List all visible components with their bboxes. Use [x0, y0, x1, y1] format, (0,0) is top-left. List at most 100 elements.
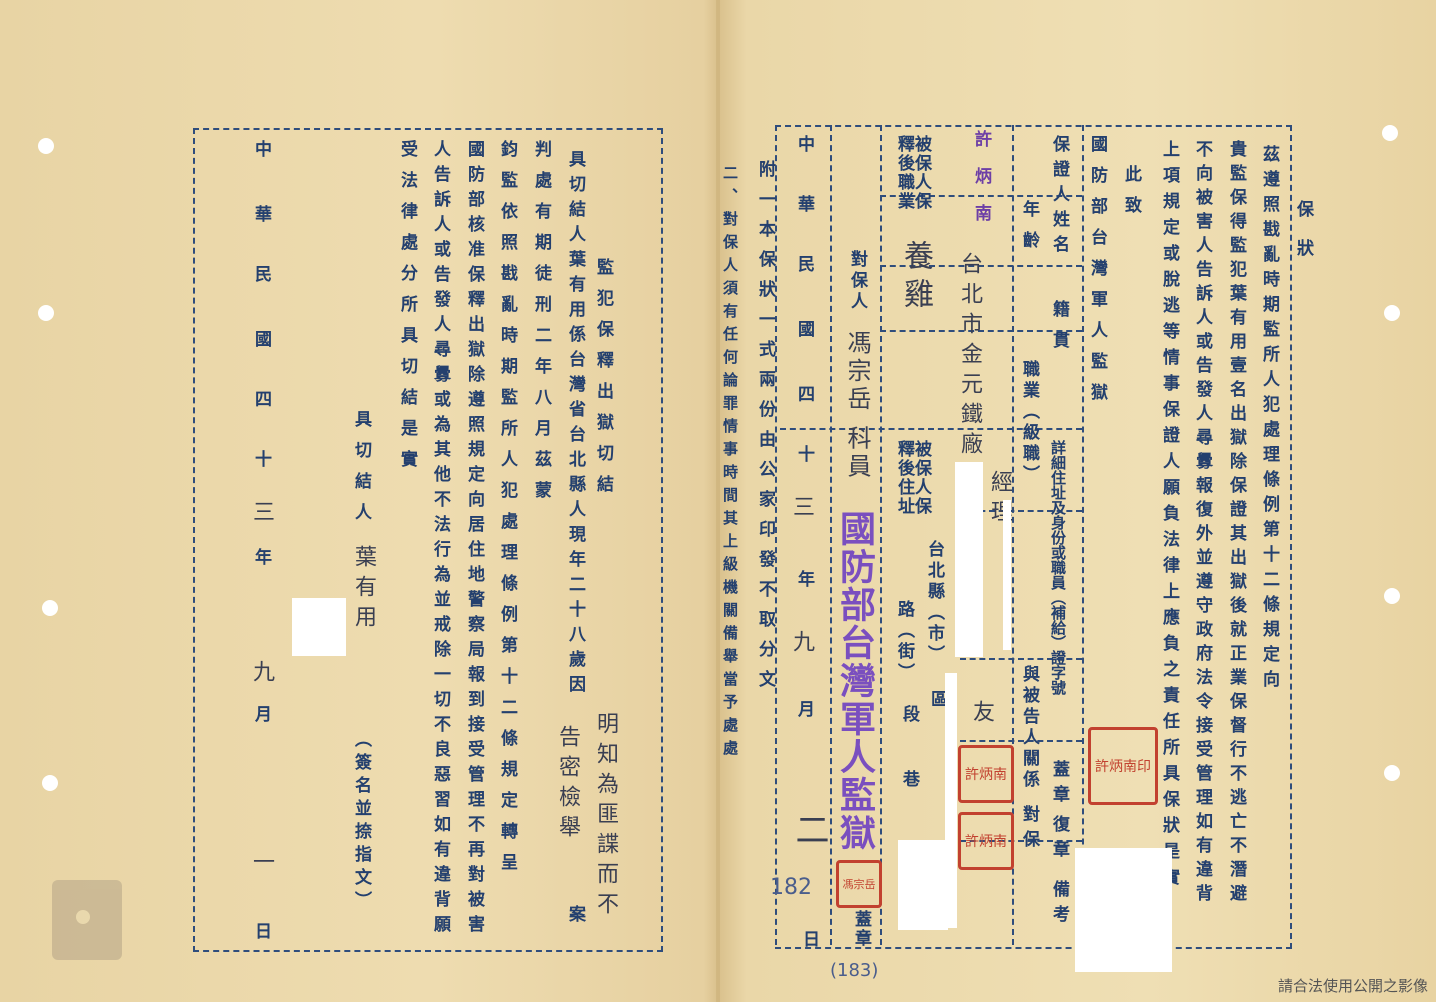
date-char: 月 — [794, 700, 814, 731]
date-char: 日 — [799, 930, 819, 961]
addr-road: 路（街） — [894, 600, 914, 684]
divider — [880, 125, 882, 945]
addr-city: 台北縣（市） — [924, 540, 944, 666]
right-border — [775, 125, 1292, 949]
date-char: 三 — [249, 500, 274, 530]
left-border — [193, 128, 663, 952]
guarantee-line: 茲遵照戡亂時期監所人犯處理條例第十二條規定向 — [1259, 145, 1279, 695]
job-label: 職業（級職） — [1019, 360, 1039, 486]
redaction — [292, 598, 346, 656]
divider — [830, 125, 832, 945]
guarantee-line: 不向被害人告訴人或告發人尋釁報復外並遵守政府法令接受管理如有違背 — [1192, 140, 1212, 908]
date-char: 年 — [794, 570, 814, 601]
guarantee-title: 保狀 — [1293, 200, 1313, 278]
date-char: 一 — [249, 850, 274, 880]
divider — [960, 840, 1082, 842]
after-release-job-label: 被保人保釋後職業 — [894, 135, 931, 211]
reseal-label: 復章 — [1049, 815, 1069, 865]
affidavit-line: 判處有期徒刑二年八月茲蒙 — [531, 140, 551, 512]
case-suffix: 案 — [565, 905, 585, 936]
date-char: 九 — [789, 630, 814, 660]
relation-handwritten: 友 — [969, 700, 994, 730]
seal-label: 蓋章 — [1049, 760, 1069, 810]
affidavit-line: 鈞監依照戡亂時期監所人犯處理條例第十二條規定轉呈 — [497, 140, 517, 884]
divider — [775, 125, 777, 945]
date-char: 中 — [251, 140, 271, 171]
redaction — [955, 462, 983, 657]
date-char: 十 — [794, 445, 814, 476]
divider — [960, 658, 1082, 660]
date-char: 月 — [251, 705, 271, 736]
guarantor-name-label: 保證人姓名 — [1049, 135, 1069, 260]
note-1: 附一本保狀一式兩份由公家印發不取分文 — [755, 160, 775, 700]
archive-logo-icon — [52, 880, 122, 960]
page-number-below: (183) — [830, 960, 879, 981]
date-char: 十 — [251, 450, 271, 481]
divider — [960, 740, 1082, 742]
divider — [1012, 125, 1014, 945]
affidavit-line: 國防部核准保釋出獄除遵照規定向居住地警察局報到接受管理不再對被害 — [464, 140, 484, 940]
binding-hole — [1384, 765, 1400, 781]
date-char: 日 — [251, 922, 271, 953]
addr-section: 段 — [899, 705, 919, 736]
affidavit-line: 具切結人葉有用係台灣省台北縣人現年二十八歲因 — [565, 150, 585, 700]
salutation: 此致 — [1121, 165, 1141, 227]
addressee: 國防部台灣軍人監獄 — [1087, 135, 1107, 414]
red-seal: 馮宗岳 — [836, 860, 882, 908]
verifier-seal-label: 蓋章 — [851, 910, 871, 948]
divider — [880, 195, 1082, 197]
verifier-handwritten: 馮宗岳 科員 — [843, 330, 871, 482]
addr-lane: 巷 — [899, 770, 919, 801]
date-char: 三 — [789, 495, 814, 525]
binding-hole — [42, 775, 58, 791]
redaction — [1003, 500, 1011, 650]
signer-signature: 葉有用 — [351, 545, 376, 635]
date-char: 中 — [794, 135, 814, 166]
date-char: 民 — [251, 265, 271, 296]
verifier-stamp: 國防部台灣軍人監獄 — [834, 510, 876, 852]
date-char: 華 — [794, 195, 814, 226]
date-char: 國 — [794, 320, 814, 351]
page-number: 182 — [770, 875, 812, 900]
affidavit-line: 人告訴人或告發人尋釁或為其他不法行為並戒除一切不良惡習如有違背願 — [430, 140, 450, 940]
date-char: 民 — [794, 255, 814, 286]
divider — [1082, 125, 1084, 945]
remark-label: 備考 — [1049, 880, 1069, 930]
handwritten-charge: 明知為匪諜而不 — [593, 712, 618, 922]
divider — [780, 428, 1082, 430]
date-char: 國 — [251, 330, 271, 361]
native-label: 籍貫 — [1049, 300, 1069, 362]
binding-hole — [38, 138, 54, 154]
after-release-addr-label: 被保人保釋後住址 — [894, 440, 931, 516]
after-release-job: 養雞 — [898, 240, 933, 316]
guarantee-line: 上項規定或脫逃等情事保證人願負法律上應負之責任所具保狀是實 — [1159, 140, 1179, 894]
date-char: 年 — [251, 548, 271, 579]
affidavit-line: 受法律處分所具切結是實 — [397, 140, 417, 481]
divider — [880, 265, 1082, 267]
redaction — [945, 673, 957, 928]
binding-hole — [1384, 588, 1400, 604]
date-char: 華 — [251, 205, 271, 236]
address-handwritten: 台北市金元鐵廠 — [957, 252, 982, 462]
watermark: 請合法使用公開之影像 — [1277, 977, 1428, 995]
binding-hole — [1382, 125, 1398, 141]
sign-note: （簽名並捺指文） — [351, 730, 371, 914]
page-fold — [716, 0, 720, 1002]
guarantor-name: 許炳南 — [971, 130, 991, 241]
date-char: 九 — [249, 660, 274, 690]
relation-label: 與被告人關係 — [1019, 665, 1039, 791]
red-seal: 許炳南 — [958, 745, 1014, 803]
divider — [960, 510, 1082, 512]
red-seal: 許炳南印 — [1088, 727, 1158, 805]
verify-label: 對保 — [1019, 805, 1039, 855]
affidavit-title: 監犯保釋出獄切結 — [593, 258, 613, 506]
guarantee-line: 貴監保得監犯葉有用壹名出獄除保證其出獄後就正業保督行不逃亡不潛避 — [1226, 140, 1246, 908]
red-seal: 許炳南 — [958, 812, 1014, 870]
binding-hole — [38, 305, 54, 321]
handwritten-charge: 告密檢舉 — [555, 725, 580, 845]
note-2: 二、對保人須有任何論罪情事時間其上級機關備舉當予處處 — [721, 165, 739, 763]
binding-hole — [42, 600, 58, 616]
addr-district: 區 — [927, 690, 947, 721]
verifier-label: 對保人 — [847, 250, 867, 313]
address-label: 詳細住址及身份或職員（補給）證字號 — [1049, 440, 1067, 695]
